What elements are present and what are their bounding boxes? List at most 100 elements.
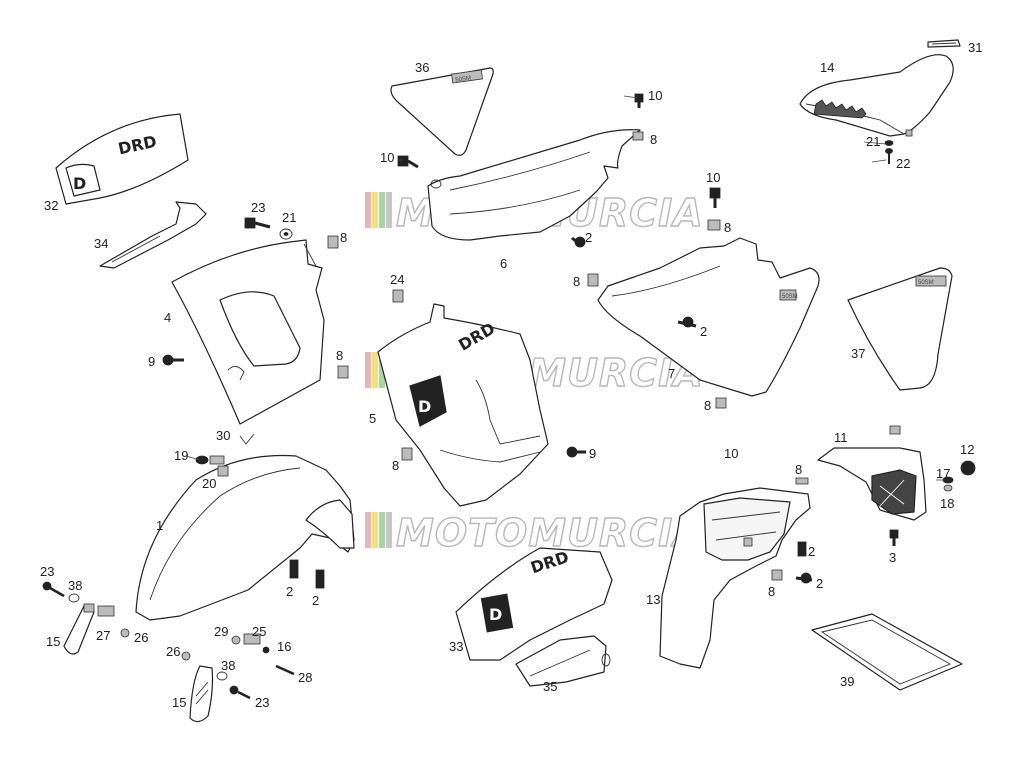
callout-12: 12 — [960, 442, 974, 457]
callout-10-fender: 10 — [724, 446, 738, 461]
decal-d-logo-5: D — [418, 397, 431, 416]
callout-8-4b: 8 — [336, 348, 343, 363]
part-21-washer — [279, 228, 293, 240]
part-15-fork-guard-right — [189, 665, 214, 723]
callout-8-fender: 8 — [795, 462, 802, 477]
callout-9-4: 9 — [148, 354, 155, 369]
part-2-screw-right — [677, 316, 697, 328]
part-8-clip-4b — [337, 365, 349, 379]
callout-38-lower: 38 — [221, 658, 235, 673]
callout-11: 11 — [834, 430, 848, 445]
part-1-front-fender — [135, 454, 355, 621]
callout-31: 31 — [968, 40, 982, 55]
callout-10-left: 10 — [380, 150, 394, 165]
callout-27: 27 — [96, 628, 110, 643]
callout-21-top: 21 — [282, 210, 296, 225]
callout-8-5: 8 — [392, 458, 399, 473]
part-8-clip-13b — [771, 569, 783, 581]
callout-17: 17 — [936, 466, 950, 481]
part-23-screw-bottom — [229, 685, 251, 700]
part-8-clip-right — [707, 219, 721, 231]
callout-14: 14 — [820, 60, 834, 75]
part-37-right-decal: 50SM — [847, 267, 953, 391]
part-8-clip-13 — [795, 477, 809, 485]
part-4-radiator-shroud — [171, 239, 325, 425]
callout-37: 37 — [851, 346, 865, 361]
part-15-fork-guard-left — [63, 603, 95, 655]
part-16-28-screw — [262, 646, 295, 676]
callout-6: 6 — [500, 256, 507, 271]
callout-8-13: 8 — [768, 584, 775, 599]
callout-5: 5 — [369, 411, 376, 426]
callout-2-1b: 2 — [312, 593, 319, 608]
callout-32: 32 — [44, 198, 58, 213]
callout-8-4: 8 — [340, 230, 347, 245]
part-31-seat-decal — [927, 39, 961, 48]
part-9-screw-5 — [566, 446, 586, 458]
callout-38-upper: 38 — [68, 578, 82, 593]
part-21-22-seat-screw — [884, 140, 894, 164]
callout-25: 25 — [252, 624, 266, 639]
callout-2-right: 2 — [700, 324, 707, 339]
callout-23-top: 23 — [251, 200, 265, 215]
part-9-screw-4 — [162, 354, 184, 366]
callout-13: 13 — [646, 592, 660, 607]
callout-29: 29 — [214, 624, 228, 639]
part-34-decal — [99, 201, 207, 269]
part-11-plate-holder — [817, 447, 927, 521]
callout-7: 7 — [668, 366, 675, 381]
part-2-screw-13a — [797, 541, 807, 557]
part-8-clip-right-bottom — [715, 397, 727, 409]
part-23-screw — [244, 217, 271, 229]
callout-8-top: 8 — [650, 132, 657, 147]
callout-28: 28 — [298, 670, 312, 685]
callout-15-right: 15 — [172, 695, 186, 710]
part-10-screw-top — [634, 93, 644, 108]
callout-36: 36 — [415, 60, 429, 75]
part-30-clip — [239, 433, 255, 445]
decal-d-logo-32: D — [73, 174, 86, 193]
decal-tag-36: 50SM — [455, 75, 471, 83]
part-7-right-side-cover: 50SM — [597, 237, 820, 397]
callout-30: 30 — [216, 428, 230, 443]
callout-8-right-bottom: 8 — [704, 398, 711, 413]
part-8-clip-4 — [327, 235, 339, 249]
part-10-screw-right — [709, 187, 721, 208]
part-19-20-clamp — [195, 455, 229, 477]
part-3-screw — [889, 529, 899, 546]
part-24-clip — [392, 289, 404, 303]
part-26-38-washers-lower — [181, 651, 228, 681]
callout-15-left: 15 — [46, 634, 60, 649]
callout-4: 4 — [164, 310, 171, 325]
callout-20: 20 — [202, 476, 216, 491]
callout-33: 33 — [449, 639, 463, 654]
callout-22: 22 — [896, 156, 910, 171]
callout-2-13b: 2 — [816, 576, 823, 591]
part-8-clip-top — [632, 131, 644, 141]
callout-3: 3 — [889, 550, 896, 565]
part-2-screw-13b — [795, 572, 813, 584]
part-39-toolkit — [811, 613, 963, 691]
part-33-front-decal: D DRD — [455, 547, 613, 661]
part-2-screw-1a — [289, 559, 299, 579]
callout-8-right-mid: 8 — [573, 274, 580, 289]
callout-26-lower: 26 — [166, 644, 180, 659]
decal-tag-7: 50SM — [782, 294, 798, 300]
part-8-clip-right-mid — [587, 273, 599, 287]
part-8-clip-11 — [889, 425, 901, 435]
callout-10-top: 10 — [648, 88, 662, 103]
callout-18: 18 — [940, 496, 954, 511]
part-38-washer-upper — [68, 593, 80, 603]
callout-16: 16 — [277, 639, 291, 654]
callout-19: 19 — [174, 448, 188, 463]
callout-21-seat: 21 — [866, 134, 880, 149]
decal-d-logo-33: D — [489, 605, 502, 624]
callout-23-bottom: 23 — [255, 695, 269, 710]
callout-1: 1 — [156, 518, 163, 533]
callout-26-upper: 26 — [134, 630, 148, 645]
part-2-screw-cover — [571, 236, 586, 248]
part-10-screw-left-cover — [397, 155, 419, 169]
callout-8-right: 8 — [724, 220, 731, 235]
callout-23-lower: 23 — [40, 564, 54, 579]
